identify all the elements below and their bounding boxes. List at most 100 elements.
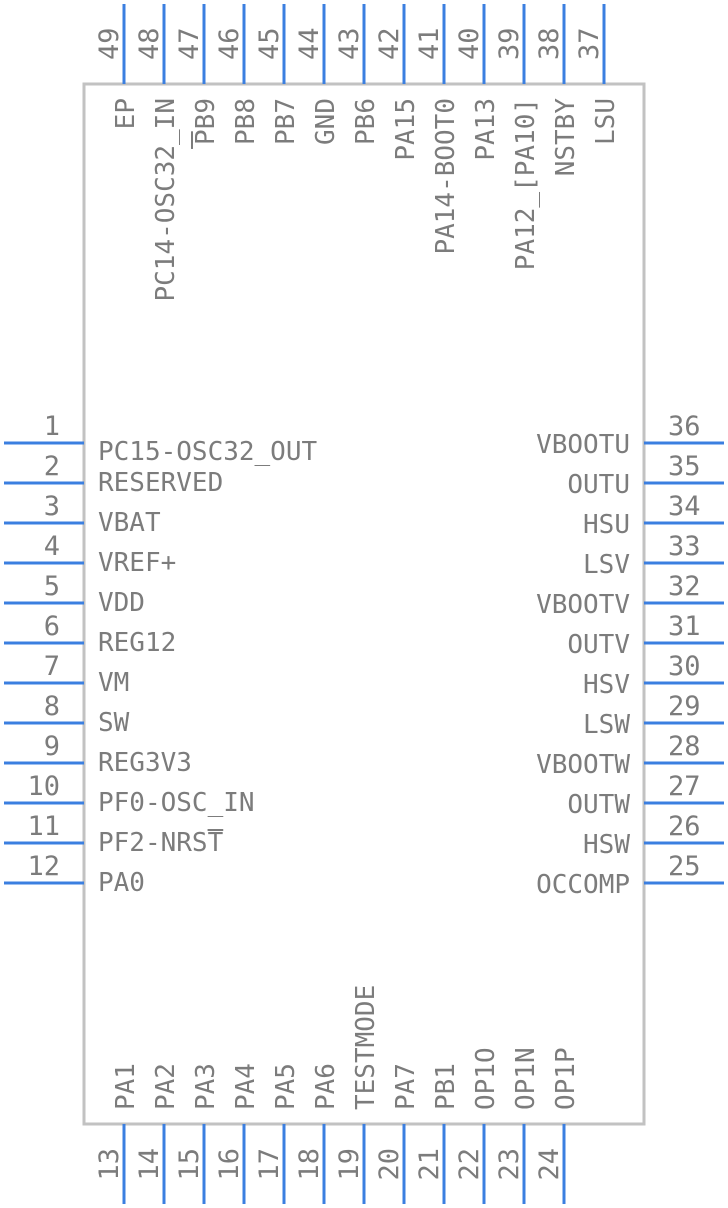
pin-number: 40 [454, 27, 485, 60]
pin-name-label: PB7 [271, 98, 301, 145]
pin-name-label: PA15 [391, 98, 421, 161]
pin-21: 21 PB1 [414, 1063, 461, 1204]
pin-14: 14 PA2 [134, 1063, 181, 1204]
pin-number: 35 [668, 451, 701, 482]
pin-name-label: HSV [583, 670, 630, 700]
pin-16: 16 PA4 [214, 1063, 261, 1204]
pin-number: 6 [44, 611, 60, 642]
pin-name-label: OP1N [511, 1047, 541, 1110]
pin-number: 1 [44, 411, 60, 442]
pin-name-label: PA14-BOOT0 [431, 98, 461, 255]
pin-number: 12 [27, 851, 60, 882]
pin-name-label: LSW [583, 710, 630, 740]
pin-name-label: VBOOTV [536, 590, 630, 620]
pin-number: 26 [668, 811, 701, 842]
pin-number: 11 [27, 811, 60, 842]
pin-number: 34 [668, 491, 701, 522]
pin-name-label: VREF+ [98, 548, 176, 578]
pin-number: 24 [534, 1148, 565, 1181]
pin-name-label: OUTW [567, 790, 630, 820]
pin-name-label: VBAT [98, 508, 161, 538]
pin-number: 7 [44, 651, 60, 682]
pin-20: 20 PA7 [374, 1063, 421, 1204]
pin-number: 16 [214, 1148, 245, 1181]
pin-number: 31 [668, 611, 701, 642]
pin-number: 28 [668, 731, 701, 762]
pin-name-label: OUTU [567, 470, 630, 500]
pin-name-label: LSV [583, 550, 630, 580]
pin-number: 36 [668, 411, 701, 442]
pin-name-label: OUTV [567, 630, 630, 660]
pin-number: 41 [414, 27, 445, 60]
pin-name-label: PA5 [271, 1063, 301, 1110]
component-body [82, 82, 646, 1126]
pin-name-label: PA0 [98, 868, 145, 898]
pin-name-label: VBOOTW [536, 750, 630, 780]
top-pin-group: 49EP48PC14-OSC32_IN47PB946PB845PB744GND4… [94, 4, 621, 302]
pin-name-label: NSTBY [551, 98, 581, 177]
pin-24: 24 OP1P [534, 1047, 581, 1204]
pin-number: 17 [254, 1148, 285, 1181]
pin-number: 33 [668, 531, 701, 562]
pin-number: 14 [134, 1148, 165, 1181]
pin-number: 21 [414, 1148, 445, 1181]
pin-7: 7VM [4, 651, 129, 698]
pin-name-label: PB8 [231, 98, 261, 145]
pin-name-label: PA2 [151, 1063, 181, 1110]
pin-name-label: HSU [583, 510, 630, 540]
pin-number: 45 [254, 27, 285, 60]
pin-number: 18 [294, 1148, 325, 1181]
pin-number: 46 [214, 27, 245, 60]
pin-number: 48 [134, 27, 165, 60]
pin-name-label: RESERVED [98, 468, 223, 498]
pin-number: 32 [668, 571, 701, 602]
pin-name-label: REG3V3 [98, 748, 192, 778]
pin-name-label: PB1 [431, 1063, 461, 1110]
bottom-pin-group: 13PA114PA215PA316PA417PA518PA619TESTMODE… [94, 985, 581, 1204]
pin-name-label: VBOOTU [536, 430, 630, 460]
pin-number: 22 [454, 1148, 485, 1181]
pin-8: 8SW [4, 691, 130, 738]
pin-name-label: PA12_[PA10] [511, 98, 541, 270]
pin-name-label: HSW [583, 830, 630, 860]
pin-name-label: REG12 [98, 628, 176, 658]
pin-name-label: OP1P [551, 1047, 581, 1110]
pin-number: 27 [668, 771, 701, 802]
pin-number: 25 [668, 851, 701, 882]
pin-name-label: PA7 [391, 1063, 421, 1110]
pin-name-label: PA4 [231, 1063, 261, 1110]
pin-number: 20 [374, 1148, 405, 1181]
pin-number: 29 [668, 691, 701, 722]
pin-number: 19 [334, 1148, 365, 1181]
pin-name-label: PA3 [191, 1063, 221, 1110]
pin-number: 42 [374, 27, 405, 60]
pin-number: 3 [44, 491, 60, 522]
pin-number: 44 [294, 27, 325, 60]
pin-name-label: PC15-OSC32_OUT [98, 437, 317, 467]
pin-name-label: PA13 [471, 98, 501, 161]
